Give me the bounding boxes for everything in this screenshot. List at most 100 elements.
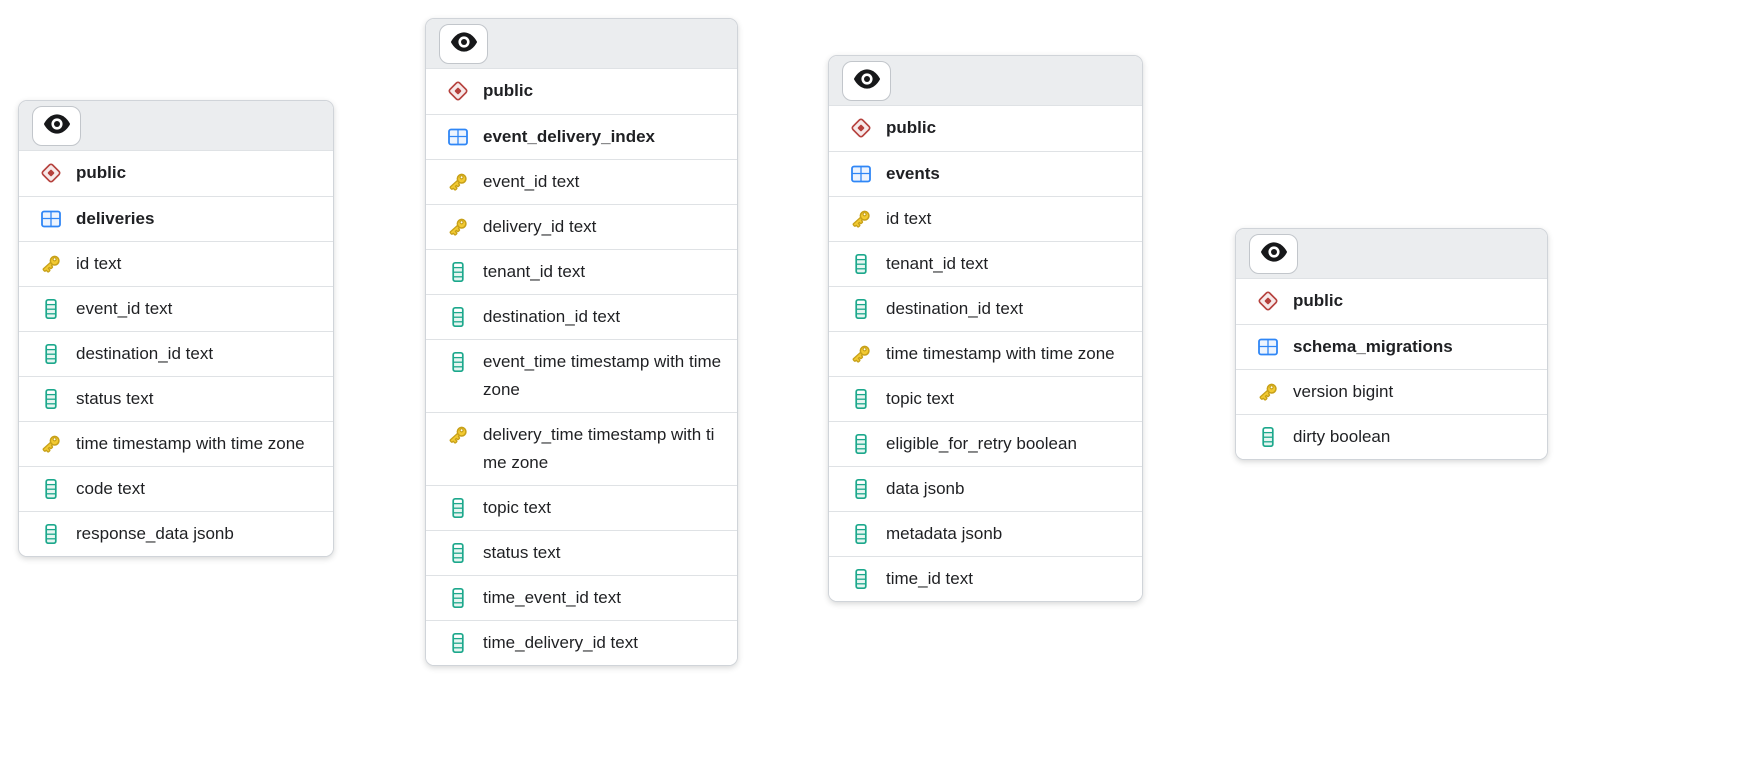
column-row[interactable]: dirty boolean: [1236, 414, 1547, 459]
eye-icon: [1259, 240, 1289, 267]
key-icon: [39, 432, 63, 456]
column-row[interactable]: status text: [426, 530, 737, 575]
table-name-row[interactable]: events: [829, 151, 1142, 196]
eye-toggle-button[interactable]: [32, 105, 81, 146]
column-row[interactable]: code text: [19, 466, 333, 511]
key-icon: [39, 252, 63, 276]
table-icon: [39, 207, 63, 231]
column-row-label: time_delivery_id text: [483, 633, 638, 652]
column-row-label: time timestamp with time zone: [886, 344, 1115, 363]
schema-row[interactable]: public: [829, 106, 1142, 151]
column-row[interactable]: event_id text: [19, 286, 333, 331]
column-row-label: event_time timestamp with time zone: [483, 352, 722, 399]
diamond-icon: [39, 161, 63, 185]
table-icon: [446, 125, 470, 149]
key-icon: [849, 207, 873, 231]
column-icon: [39, 297, 63, 321]
column-row[interactable]: metadata jsonb: [829, 511, 1142, 556]
column-row-label: version bigint: [1293, 382, 1394, 401]
column-row[interactable]: topic text: [426, 485, 737, 530]
table-name-row-label: events: [886, 164, 940, 183]
column-row-label: time_id text: [886, 569, 973, 588]
eye-toggle-button[interactable]: [842, 60, 891, 101]
table-name-row-label: event_delivery_index: [483, 127, 655, 146]
column-row[interactable]: destination_id text: [19, 331, 333, 376]
eye-icon: [42, 112, 72, 139]
column-icon: [446, 541, 470, 565]
column-row[interactable]: destination_id text: [426, 294, 737, 339]
eye-toggle-button[interactable]: [1249, 233, 1298, 274]
schema-row[interactable]: public: [19, 151, 333, 196]
column-row[interactable]: eligible_for_retry boolean: [829, 421, 1142, 466]
column-row[interactable]: delivery_time timestamp with time zone: [426, 412, 737, 485]
column-row[interactable]: response_data jsonb: [19, 511, 333, 556]
diamond-icon: [446, 79, 470, 103]
column-icon: [446, 260, 470, 284]
column-row-label: time timestamp with time zone: [76, 434, 305, 453]
key-icon: [446, 423, 470, 447]
column-row[interactable]: status text: [19, 376, 333, 421]
column-icon: [446, 350, 470, 374]
column-icon: [849, 477, 873, 501]
table-name-row-label: schema_migrations: [1293, 337, 1453, 356]
column-icon: [849, 387, 873, 411]
column-row-label: data jsonb: [886, 479, 965, 498]
column-row[interactable]: time_event_id text: [426, 575, 737, 620]
column-row-label: delivery_time timestamp with time zone: [483, 425, 715, 472]
eye-toggle-button[interactable]: [439, 23, 488, 64]
column-row-label: id text: [76, 254, 122, 273]
key-icon: [849, 342, 873, 366]
schema-row-label: public: [76, 163, 127, 182]
column-row[interactable]: time timestamp with time zone: [829, 331, 1142, 376]
key-icon: [446, 215, 470, 239]
column-row[interactable]: topic text: [829, 376, 1142, 421]
column-icon: [849, 522, 873, 546]
column-icon: [849, 297, 873, 321]
column-row-label: topic text: [483, 498, 552, 517]
table-card-header[interactable]: [829, 56, 1142, 106]
column-row-label: event_id text: [76, 299, 173, 318]
column-row-label: eligible_for_retry boolean: [886, 434, 1077, 453]
column-row[interactable]: delivery_id text: [426, 204, 737, 249]
column-icon: [849, 252, 873, 276]
column-row[interactable]: time_delivery_id text: [426, 620, 737, 665]
eye-icon: [852, 67, 882, 94]
table-card-header[interactable]: [1236, 229, 1547, 279]
column-row[interactable]: time_id text: [829, 556, 1142, 601]
column-icon: [849, 567, 873, 591]
table-name-row[interactable]: schema_migrations: [1236, 324, 1547, 369]
column-row[interactable]: data jsonb: [829, 466, 1142, 511]
column-row-label: destination_id text: [483, 307, 621, 326]
eye-icon: [449, 30, 479, 57]
column-row[interactable]: version bigint: [1236, 369, 1547, 414]
column-row[interactable]: destination_id text: [829, 286, 1142, 331]
column-row[interactable]: id text: [829, 196, 1142, 241]
column-row[interactable]: tenant_id text: [829, 241, 1142, 286]
table-card-deliveries[interactable]: public deliveries id text event_id text dest…: [18, 100, 334, 557]
table-rows: public deliveries id text event_id text dest…: [19, 151, 333, 556]
table-card-header[interactable]: [426, 19, 737, 69]
column-row[interactable]: id text: [19, 241, 333, 286]
schema-row[interactable]: public: [426, 69, 737, 114]
column-row[interactable]: tenant_id text: [426, 249, 737, 294]
table-name-row[interactable]: deliveries: [19, 196, 333, 241]
schema-row-label: public: [886, 118, 937, 137]
column-row[interactable]: time timestamp with time zone: [19, 421, 333, 466]
table-card-header[interactable]: [19, 101, 333, 151]
key-icon: [1256, 380, 1280, 404]
column-row-label: code text: [76, 479, 145, 498]
column-row[interactable]: event_id text: [426, 159, 737, 204]
column-row[interactable]: event_time timestamp with time zone: [426, 339, 737, 412]
column-row-label: status text: [76, 389, 154, 408]
column-icon: [446, 586, 470, 610]
table-name-row[interactable]: event_delivery_index: [426, 114, 737, 159]
schema-row[interactable]: public: [1236, 279, 1547, 324]
column-icon: [1256, 425, 1280, 449]
